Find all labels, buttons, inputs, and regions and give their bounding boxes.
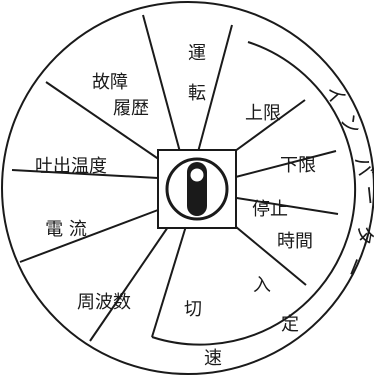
label-lower-limit: 下限 [280, 155, 316, 176]
label-on: 入 [253, 275, 271, 296]
inverter-char-6: ー [339, 253, 369, 281]
label-fault-history-2: 履歴 [113, 98, 149, 119]
label-stop-time-1: 停止 [252, 199, 288, 220]
label-constant-speed-2: 速 [204, 348, 222, 369]
segment-dividers [11, 14, 339, 342]
label-upper-limit: 上限 [245, 103, 281, 124]
label-run-2: 転 [188, 83, 206, 104]
label-off: 切 [184, 299, 202, 320]
label-current: 電 流 [45, 219, 87, 240]
inner-ring-arc [151, 41, 357, 346]
label-fault-history-1: 故障 [92, 72, 128, 93]
label-inverter: イ ン バ ー タ ー [320, 80, 374, 281]
selector-knob[interactable] [165, 157, 229, 221]
label-constant-speed-1: 定 [281, 314, 299, 335]
inverter-char-1: イ [320, 80, 351, 111]
label-discharge-temp: 吐出温度 [35, 156, 107, 177]
inverter-char-4: ー [356, 184, 374, 206]
label-run-1: 運 [188, 43, 206, 64]
label-stop-time-2: 時間 [277, 231, 313, 252]
inverter-char-2: ン [335, 109, 366, 139]
knob-indicator-dot [190, 168, 204, 182]
inverter-char-5: タ [351, 223, 374, 247]
label-frequency: 周波数 [77, 292, 131, 313]
inverter-char-3: バ [350, 153, 374, 179]
